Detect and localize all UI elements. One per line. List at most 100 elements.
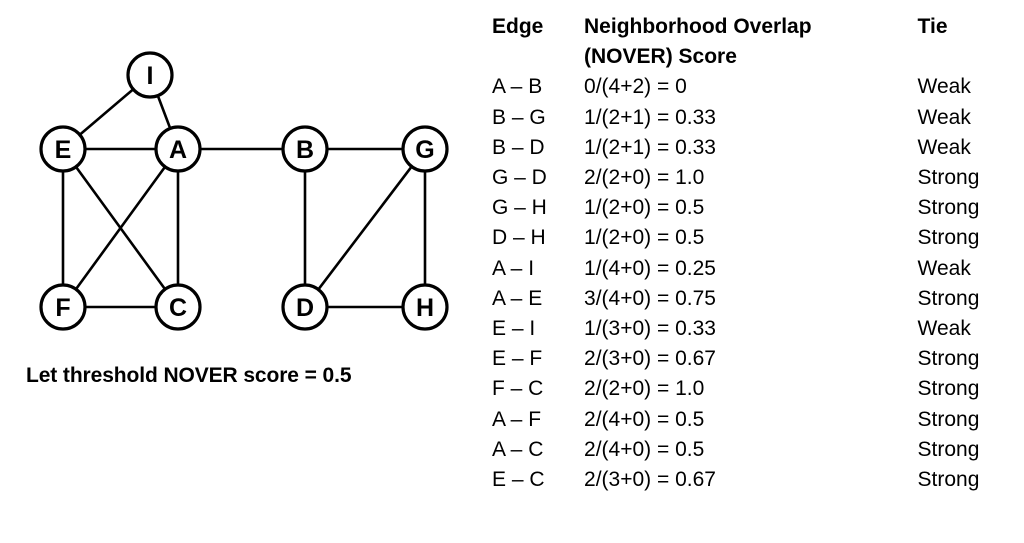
table-cell-score: 1/(2+0) = 0.5: [584, 196, 705, 220]
table-cell-edge: D – H: [492, 226, 546, 250]
table-cell-tie: Weak: [917, 105, 971, 129]
table-row: B – D 1/(2+1) = 0.33 Weak: [492, 133, 1024, 163]
table-row: G – H 1/(2+0) = 0.5 Strong: [492, 193, 1024, 223]
graph-edge-i-e: [77, 87, 136, 137]
column-header-score-line1: Neighborhood Overlap: [584, 15, 812, 38]
table-cell-score: 1/(2+1) = 0.33: [584, 105, 716, 129]
table-cell-edge: B – D: [492, 135, 545, 159]
table-cell-score: 2/(3+0) = 0.67: [584, 347, 716, 371]
table-cell-edge: E – C: [492, 468, 545, 492]
table-cell-tie: Strong: [917, 407, 980, 431]
graph-node-circle-b: [281, 125, 329, 173]
graph-node-circle-g: [401, 125, 449, 173]
table-cell-tie: Strong: [917, 437, 980, 461]
graph-node-e[interactable]: E: [39, 125, 87, 173]
graph-node-circle-f: [39, 283, 87, 331]
graph-edge-g-d: [316, 164, 414, 292]
table-cell-edge: E – I: [492, 317, 536, 341]
table-row: G – D 2/(2+0) = 1.0 Strong: [492, 163, 1024, 193]
table-cell-score: 1/(3+0) = 0.33: [584, 317, 716, 341]
graph-node-circle-h: [401, 283, 449, 331]
graph-node-c[interactable]: C: [154, 283, 202, 331]
graph-node-b[interactable]: B: [281, 125, 329, 173]
table-cell-score: 1/(4+0) = 0.25: [584, 256, 716, 280]
table-cell-tie: Strong: [917, 196, 980, 220]
graph-panel: I E A B G F C D H Let threshold NOVER score = 0.…: [0, 0, 470, 543]
table-cell-tie: Strong: [917, 286, 980, 310]
graph-node-h[interactable]: H: [401, 283, 449, 331]
network-graph: I E A B G F C D H: [39, 51, 449, 331]
graph-node-label-e: E: [55, 136, 72, 164]
graph-node-circle-e: [39, 125, 87, 173]
table-cell-score: 2/(2+0) = 1.0: [584, 377, 705, 401]
column-header-score-line2: (NOVER) Score: [584, 45, 737, 69]
table-cell-tie: Weak: [917, 317, 971, 341]
graph-node-a[interactable]: A: [154, 125, 202, 173]
graph-node-label-f: F: [55, 294, 70, 322]
table-row: E – C 2/(3+0) = 0.67 Strong: [492, 465, 1024, 495]
graph-node-label-a: A: [169, 136, 187, 164]
table-cell-edge: E – F: [492, 347, 543, 371]
table-cell-score: 1/(2+0) = 0.5: [584, 226, 705, 250]
table-cell-edge: F – C: [492, 377, 544, 401]
table-header: Edge Neighborhood Overlap (NOVER) Score …: [492, 12, 1024, 72]
table-cell-tie: Weak: [917, 75, 971, 99]
table-panel: Edge Neighborhood Overlap (NOVER) Score …: [470, 0, 1024, 543]
graph-node-label-h: H: [416, 294, 434, 322]
table-cell-tie: Weak: [917, 135, 971, 159]
table-cell-edge: A – F: [492, 407, 542, 431]
table-row: D – H 1/(2+0) = 0.5 Strong: [492, 223, 1024, 253]
graph-node-label-b: B: [296, 136, 314, 164]
graph-node-label-c: C: [169, 294, 187, 322]
node-layer: I E A B G F C D H: [39, 51, 449, 331]
table-row: E – I 1/(3+0) = 0.33 Weak: [492, 314, 1024, 344]
graph-node-circle-i: [126, 51, 174, 99]
table-cell-score: 0/(4+2) = 0: [584, 75, 687, 99]
graph-node-label-g: G: [415, 136, 434, 164]
table-header-row: Edge Neighborhood Overlap (NOVER) Score …: [492, 12, 1024, 72]
graph-node-f[interactable]: F: [39, 283, 87, 331]
table-cell-edge: G – H: [492, 196, 547, 220]
graph-node-label-d: D: [296, 294, 314, 322]
table-cell-tie: Strong: [917, 166, 980, 190]
nover-table: Edge Neighborhood Overlap (NOVER) Score …: [492, 12, 1024, 495]
table-cell-score: 2/(2+0) = 1.0: [584, 166, 705, 190]
table-row: A – F 2/(4+0) = 0.5 Strong: [492, 405, 1024, 435]
graph-node-g[interactable]: G: [401, 125, 449, 173]
table-cell-score: 3/(4+0) = 0.75: [584, 286, 716, 310]
threshold-caption: Let threshold NOVER score = 0.5: [26, 364, 352, 387]
column-header-tie: Tie: [917, 15, 948, 38]
table-cell-score: 1/(2+1) = 0.33: [584, 135, 716, 159]
table-row: A – E 3/(4+0) = 0.75 Strong: [492, 284, 1024, 314]
table-cell-edge: A – B: [492, 75, 543, 99]
table-cell-tie: Strong: [917, 226, 980, 250]
table-cell-score: 2/(3+0) = 0.67: [584, 468, 716, 492]
table-cell-tie: Strong: [917, 347, 980, 371]
edge-layer: [61, 87, 427, 309]
table-row: F – C 2/(2+0) = 1.0 Strong: [492, 374, 1024, 404]
graph-edge-i-a: [156, 93, 172, 131]
table-cell-edge: B – G: [492, 105, 546, 129]
graph-node-label-i: I: [147, 62, 154, 90]
table-cell-edge: A – I: [492, 256, 535, 280]
table-row: A – I 1/(4+0) = 0.25 Weak: [492, 254, 1024, 284]
table-cell-score: 2/(4+0) = 0.5: [584, 437, 705, 461]
table-row: A – B 0/(4+2) = 0 Weak: [492, 72, 1024, 102]
table-row: E – F 2/(3+0) = 0.67 Strong: [492, 344, 1024, 374]
graph-node-d[interactable]: D: [281, 283, 329, 331]
table-cell-tie: Weak: [917, 256, 971, 280]
graph-edge-a-f: [74, 164, 167, 292]
graph-node-circle-a: [154, 125, 202, 173]
column-header-edge: Edge: [492, 15, 544, 38]
table-cell-tie: Strong: [917, 377, 980, 401]
graph-node-i[interactable]: I: [126, 51, 174, 99]
table-cell-edge: G – D: [492, 166, 547, 190]
table-row: B – G 1/(2+1) = 0.33 Weak: [492, 103, 1024, 133]
graph-node-circle-d: [281, 283, 329, 331]
table-cell-tie: Strong: [917, 468, 980, 492]
table-cell-edge: A – E: [492, 286, 543, 310]
column-header-score: Neighborhood Overlap (NOVER) Score: [584, 12, 918, 72]
table-cell-score: 2/(4+0) = 0.5: [584, 407, 705, 431]
